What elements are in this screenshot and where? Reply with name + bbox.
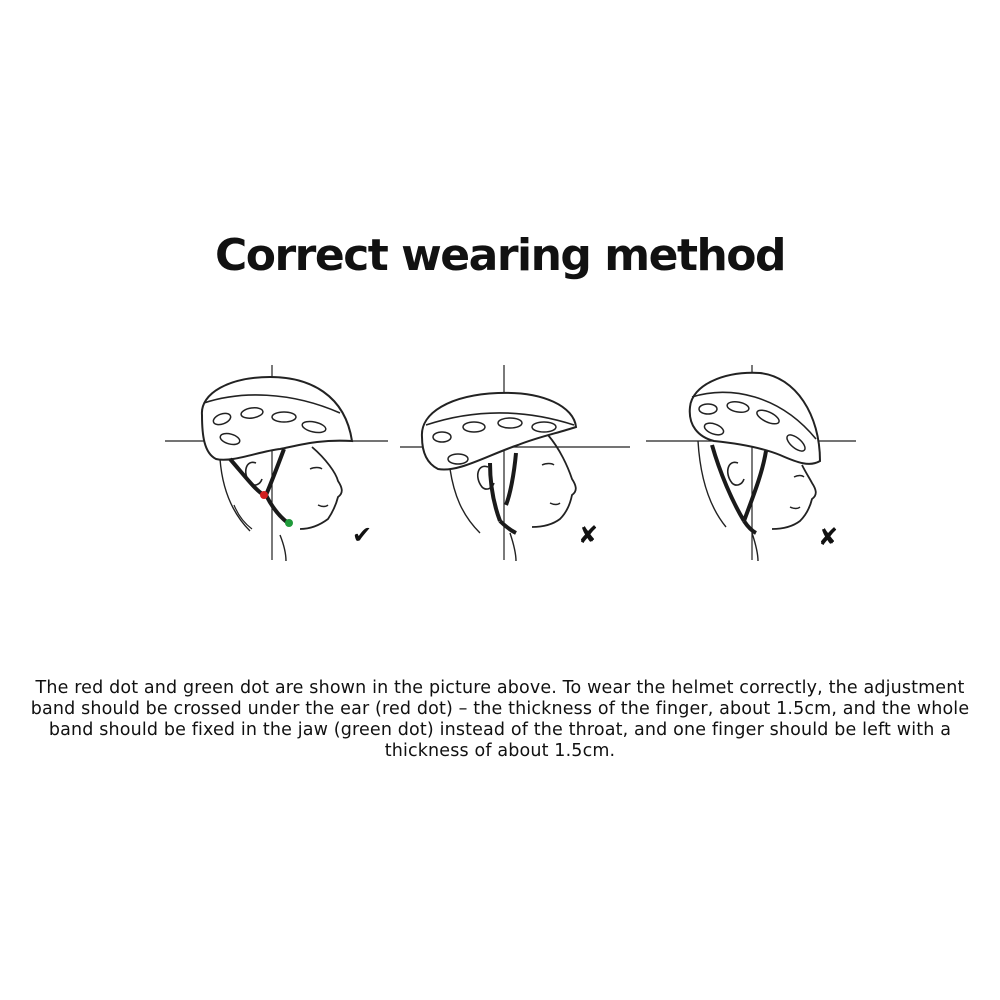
ear (726, 461, 745, 486)
green-dot (285, 519, 293, 527)
cross-icon: ✘ (818, 523, 839, 551)
figure-incorrect-tilted-forward: ✘ (640, 355, 880, 575)
helmet-figures: ✔ ✘ (0, 355, 1000, 575)
instructions-text: The red dot and green dot are shown in t… (30, 678, 970, 761)
strap-chin (264, 494, 290, 525)
head-helmet-illustration (400, 365, 630, 562)
figure-correct: ✔ (160, 355, 400, 575)
strap-rear (488, 462, 502, 522)
helmet-shell (420, 391, 578, 471)
strap-front (742, 450, 768, 522)
face-outline (771, 464, 817, 530)
red-dot (260, 491, 268, 499)
strap-front (504, 452, 518, 506)
page-title: Correct wearing method (214, 230, 787, 281)
head-helmet-illustration (646, 365, 856, 562)
face-outline (299, 446, 343, 530)
checkmark-icon: ✔ (352, 521, 373, 549)
strap-chin (742, 519, 757, 535)
strap-rear (710, 444, 746, 523)
strap-chin (498, 519, 517, 535)
cross-icon: ✘ (578, 521, 599, 549)
head-helmet-illustration (165, 365, 388, 562)
face-outline (531, 434, 577, 528)
figure-incorrect-tilted-back: ✘ (398, 355, 638, 575)
strap-front (264, 448, 286, 496)
